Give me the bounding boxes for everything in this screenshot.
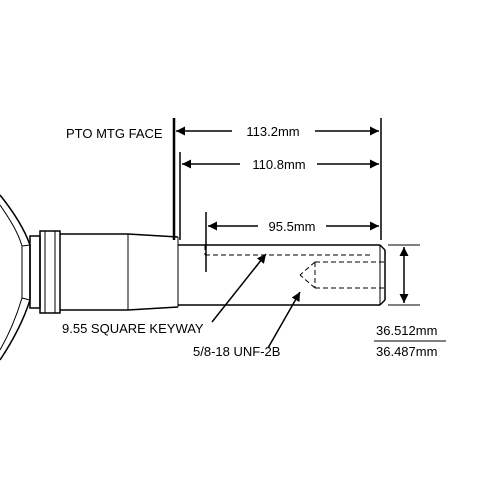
keyway-length-value: 95.5mm <box>269 219 316 234</box>
overall-length-value: 113.2mm <box>246 124 299 139</box>
keyway-leader <box>211 253 267 323</box>
diameter-min-value: 36.487mm <box>376 344 437 359</box>
mounting-flange <box>0 194 31 361</box>
pto-mtg-face-label: PTO MTG FACE <box>66 126 163 141</box>
length-from-shoulder-value: 110.8mm <box>252 157 305 172</box>
keyway-hidden-lines <box>204 245 372 256</box>
thread-label: 5/8-18 UNF-2B <box>193 344 280 359</box>
tapped-hole-hidden-lines <box>299 261 385 289</box>
extension-lines <box>179 118 420 306</box>
shaft-body <box>29 230 386 314</box>
thread-leader <box>267 291 301 349</box>
square-keyway-label: 9.55 SQUARE KEYWAY <box>62 321 204 336</box>
diameter-max-value: 36.512mm <box>376 323 437 338</box>
